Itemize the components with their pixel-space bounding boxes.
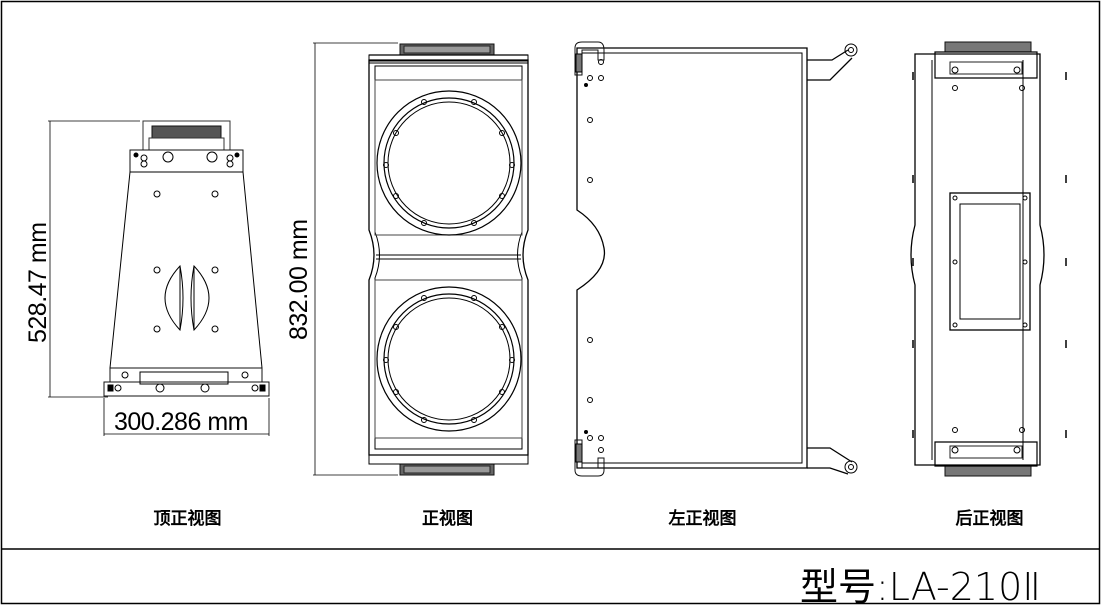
- rear-view-label: 后正视图: [955, 509, 1024, 529]
- front-view: [313, 42, 529, 476]
- top-view-width-dimension: 300.286 mm: [114, 408, 248, 436]
- front-view-height-dimension: 832.00 mm: [285, 219, 313, 340]
- front-view-label: 正视图: [422, 509, 473, 529]
- model-number: 型号:LA-210Ⅱ: [800, 565, 1041, 609]
- top-view-label: 顶正视图: [153, 509, 222, 529]
- left-view-label: 左正视图: [668, 509, 737, 529]
- rear-view: [910, 41, 1067, 477]
- top-view: [48, 120, 270, 436]
- top-view-height-dimension: 528.47 mm: [24, 222, 52, 343]
- left-view: [574, 41, 858, 477]
